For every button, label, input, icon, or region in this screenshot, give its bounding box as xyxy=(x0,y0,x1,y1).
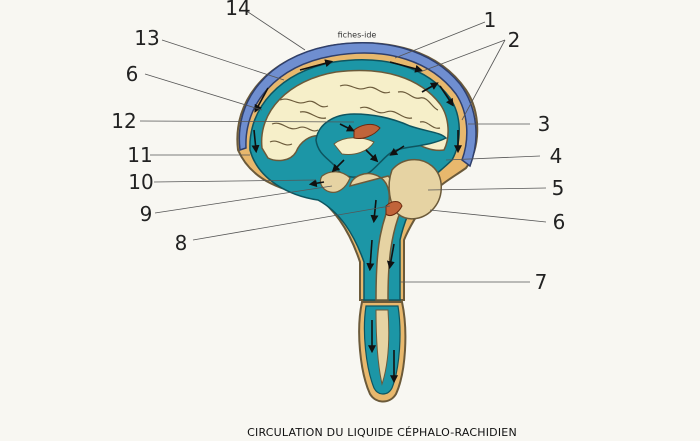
label-6-right: 6 xyxy=(552,210,566,234)
label-3: 3 xyxy=(537,112,551,136)
csf-flow-arrows xyxy=(251,59,462,384)
choroid-plexus-upper xyxy=(353,123,381,139)
label-9: 9 xyxy=(139,202,153,226)
label-5: 5 xyxy=(551,176,565,200)
label-8: 8 xyxy=(174,231,188,255)
brain-gyri xyxy=(269,84,441,146)
label-11: 11 xyxy=(127,143,153,167)
diagram-caption: CIRCULATION DU LIQUIDE CÉPHALO-RACHIDIEN xyxy=(247,426,517,439)
label-14: 14 xyxy=(225,0,251,20)
label-13: 13 xyxy=(134,26,160,50)
label-12: 12 xyxy=(111,109,137,133)
label-10: 10 xyxy=(128,170,154,194)
label-2: 2 xyxy=(507,28,521,52)
label-6-left: 6 xyxy=(125,62,139,86)
thalamus xyxy=(333,137,375,155)
leader-lines xyxy=(139,9,547,283)
spinal-cord xyxy=(375,309,390,386)
venous-sinus xyxy=(238,42,477,168)
watermark-text: fiches-ide xyxy=(337,30,377,40)
label-1: 1 xyxy=(483,8,497,32)
label-4: 4 xyxy=(549,144,563,168)
label-7: 7 xyxy=(534,270,548,294)
choroid-plexus-lower xyxy=(385,201,403,217)
